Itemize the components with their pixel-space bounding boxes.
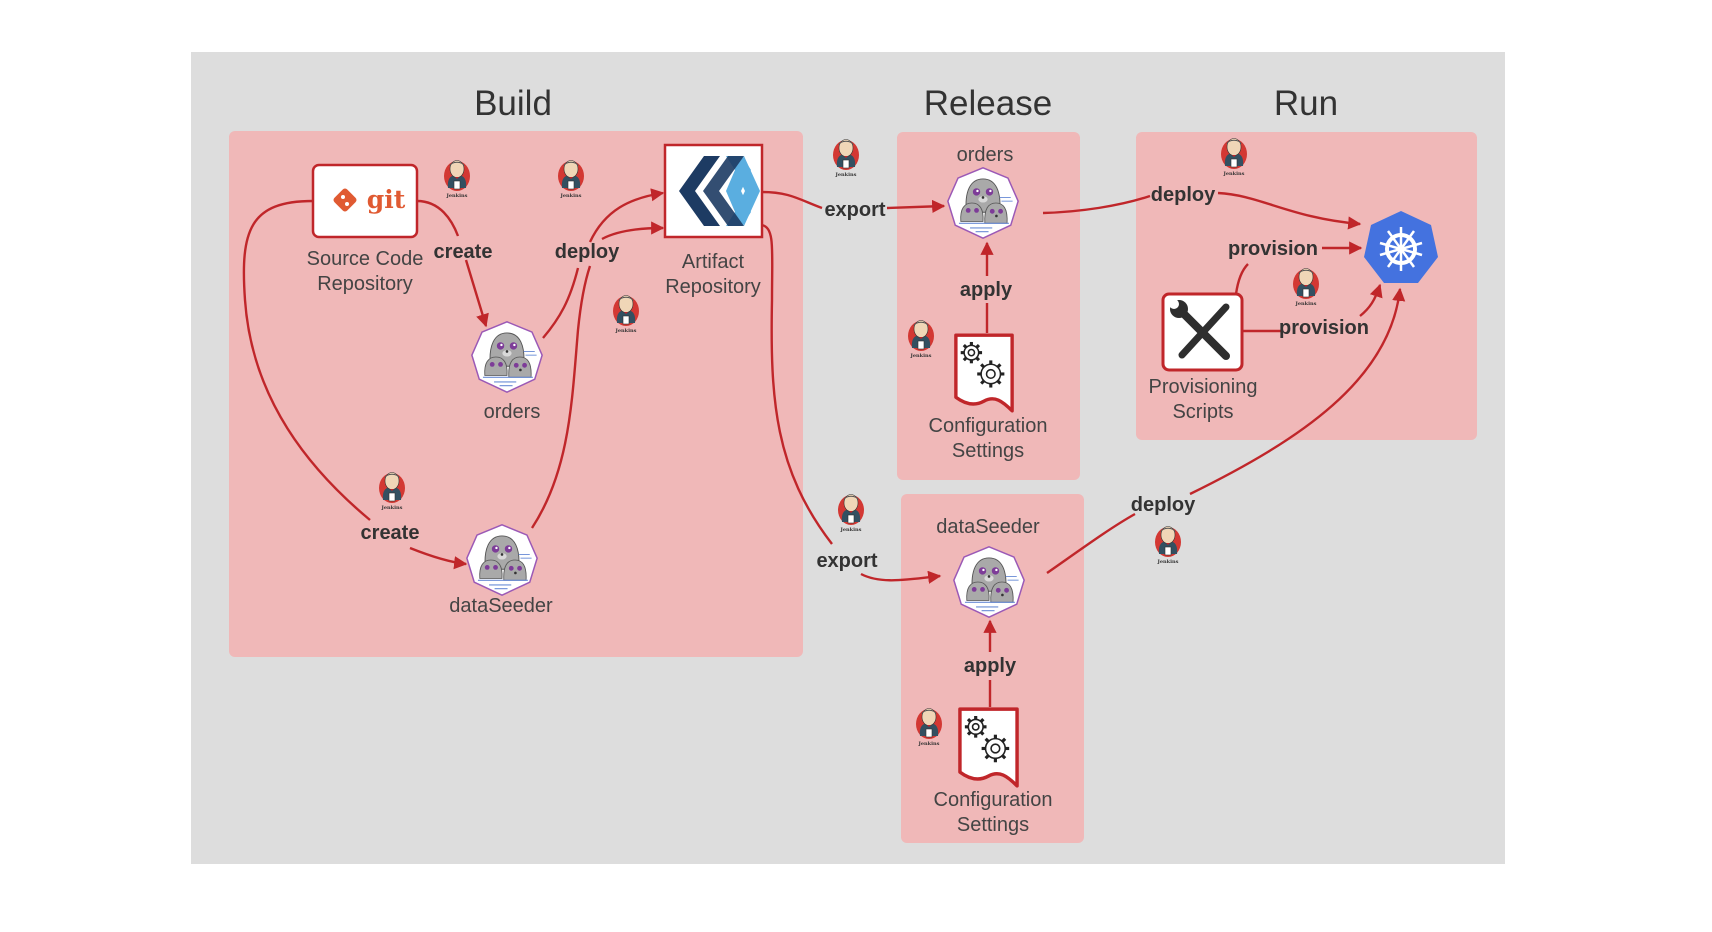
jenkins-butler-icon — [443, 160, 471, 198]
edge-orders-deploy-k8s-arrow[interactable] — [1217, 191, 1362, 230]
git-logo-text: git — [367, 185, 406, 214]
jenkins-butler-icon — [915, 708, 943, 746]
source-code-repository-node[interactable]: git Source Code Repository — [307, 163, 424, 295]
release-dataseeder-config-node[interactable]: Configuration Settings — [934, 707, 1053, 836]
source-code-repository-label-line2: Repository — [317, 273, 413, 295]
build-orders-node[interactable]: orders — [471, 321, 543, 423]
edge-orders-deploy-artifact-arrow[interactable] — [588, 188, 665, 243]
release-orders-label: orders — [957, 144, 1014, 166]
release-orders-node[interactable]: orders — [947, 144, 1019, 239]
edge-label-export-orders: export — [824, 199, 885, 221]
edge-labels: create create deploy export export apply… — [361, 184, 1369, 677]
edge-label-provision-bottom: provision — [1279, 317, 1369, 339]
kubernetes-node[interactable] — [1364, 211, 1438, 283]
source-code-repository-box[interactable] — [311, 163, 419, 239]
edge-label-provision-top: provision — [1228, 238, 1318, 260]
kubernetes-wheel-icon — [1379, 227, 1423, 271]
edge-label-deploy-artifact: deploy — [555, 241, 620, 263]
jenkins-butler-icon — [1292, 268, 1320, 306]
build-orders-label: orders — [484, 401, 541, 423]
provisioning-scripts-label-line2: Scripts — [1172, 401, 1233, 423]
build-dataseeder-node[interactable]: dataSeeder — [449, 524, 553, 617]
release-orders-config-label-line2: Settings — [952, 440, 1024, 462]
build-dataseeder-label: dataSeeder — [449, 595, 553, 617]
edge-label-apply-orders: apply — [960, 279, 1013, 301]
stage-title-release: Release — [924, 84, 1052, 123]
edge-orders-deploy-artifact[interactable] — [542, 267, 580, 339]
provisioning-scripts-label-line1: Provisioning — [1149, 376, 1258, 398]
jenkins-butler-icon — [837, 494, 865, 532]
edge-artifact-export-orders-arrow[interactable] — [886, 199, 946, 214]
jenkins-butler-icon — [1220, 138, 1248, 176]
edge-git-create-orders-arrow[interactable] — [464, 259, 489, 328]
stage-title-run: Run — [1274, 84, 1338, 123]
edge-git-create-dataseeder[interactable] — [242, 199, 371, 521]
gears-document-icon[interactable] — [954, 333, 1014, 413]
artifact-repository-label-line1: Artifact — [682, 251, 745, 273]
release-dataseeder-config-label-line1: Configuration — [934, 789, 1053, 811]
edge-label-export-dataseeder: export — [816, 550, 877, 572]
release-orders-panel — [897, 132, 1080, 480]
edge-git-create-dataseeder-arrow[interactable] — [409, 546, 468, 570]
edge-label-deploy-k8s-orders: deploy — [1151, 184, 1216, 206]
jenkins-butler-icon — [378, 472, 406, 510]
artifact-repository-icon — [679, 156, 760, 226]
edge-orders-deploy-k8s[interactable] — [1042, 194, 1151, 215]
jenkins-butler-icon — [557, 160, 585, 198]
jenkins-butler-icon — [832, 139, 860, 177]
edge-dataseeder-deploy-artifact-arrow[interactable] — [601, 221, 665, 241]
jenkins-butler-icon — [612, 295, 640, 333]
edge-artifact-export-dataseeder-arrow[interactable] — [860, 570, 942, 584]
edge-git-create-orders[interactable] — [416, 199, 460, 237]
edge-artifact-export-dataseeder[interactable] — [761, 223, 833, 545]
provisioning-scripts-node[interactable]: Provisioning Scripts — [1149, 292, 1258, 423]
source-code-repository-label-line1: Source Code — [307, 248, 424, 270]
stage-title-build: Build — [474, 84, 552, 123]
edge-label-create-dataseeder: create — [361, 522, 420, 544]
jenkins-butler-icon — [1154, 526, 1182, 564]
edge-label-apply-dataseeder: apply — [964, 655, 1017, 677]
edge-dataseeder-deploy-artifact[interactable] — [530, 265, 592, 529]
release-orders-config-node[interactable]: Configuration Settings — [929, 333, 1048, 462]
edge-label-create-orders: create — [434, 241, 493, 263]
artifact-repository-label-line2: Repository — [665, 276, 761, 298]
release-orders-config-label-line1: Configuration — [929, 415, 1048, 437]
release-dataseeder-panel — [901, 494, 1084, 843]
build-stage-panel — [229, 131, 803, 657]
edge-scripts-provision-top[interactable] — [1234, 263, 1249, 295]
edge-label-deploy-k8s-dataseeder: deploy — [1131, 494, 1196, 516]
wrench-screwdriver-icon — [1169, 299, 1230, 360]
git-logo-icon: git — [333, 185, 406, 214]
gears-document-icon[interactable] — [958, 707, 1019, 788]
release-dataseeder-node[interactable]: dataSeeder — [936, 516, 1040, 618]
edge-dataseeder-deploy-k8s-arrow[interactable] — [1189, 287, 1406, 496]
release-dataseeder-label: dataSeeder — [936, 516, 1040, 538]
edge-scripts-provision-bottom-arrow[interactable] — [1359, 283, 1383, 317]
edge-dataseeder-deploy-k8s[interactable] — [1046, 512, 1136, 574]
edge-artifact-export-orders[interactable] — [761, 190, 823, 210]
edges — [242, 188, 1406, 707]
release-dataseeder-config-label-line2: Settings — [957, 814, 1029, 836]
artifact-repository-node[interactable]: Artifact Repository — [663, 143, 764, 298]
jenkins-butler-icon — [907, 320, 935, 358]
